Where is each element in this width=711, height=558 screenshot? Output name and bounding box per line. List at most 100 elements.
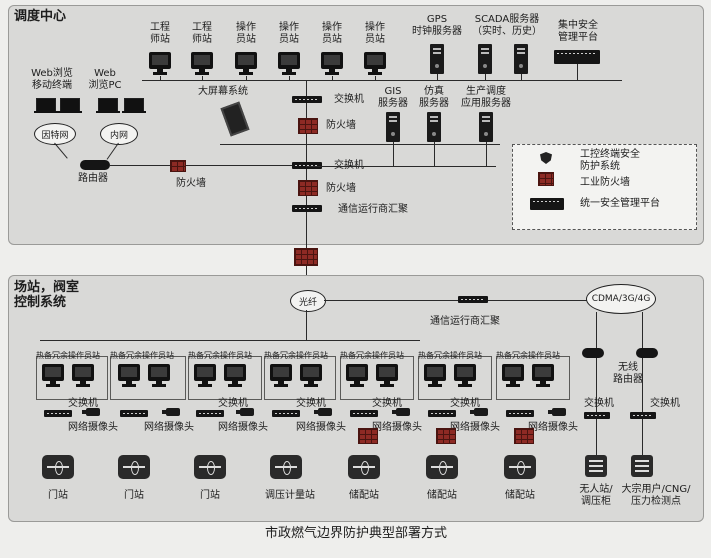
switch-label: 交换机 (372, 398, 402, 409)
aggregation-switch-icon (458, 296, 488, 303)
firewall3-label: 防火墙 (326, 183, 356, 194)
firewall2-label: 防火墙 (176, 178, 206, 189)
switch-icon (506, 410, 534, 417)
cabinet-icon (631, 455, 653, 477)
engineer-station-2-label: 工程 师站 (192, 22, 212, 45)
camera-icon (162, 408, 180, 416)
switch-label: 交换机 (450, 398, 480, 409)
firewall-icon (298, 180, 318, 196)
boundary-firewall-icon (294, 248, 318, 266)
switch-icon (44, 410, 72, 417)
router-label: 路由器 (78, 173, 108, 184)
site-label: 调压计量站 (265, 490, 315, 501)
operator-station-2-label: 操作 员站 (279, 22, 299, 45)
scada-server-icon (514, 44, 528, 74)
substation-icon (118, 455, 150, 479)
switch2-label: 交换机 (334, 160, 364, 172)
camera-label: 网络摄像头 (218, 422, 268, 433)
aggregation-switch-icon (292, 205, 322, 212)
switch-icon (584, 412, 610, 419)
camera-icon (548, 408, 566, 416)
fiber-cloud: 光纤 (290, 290, 326, 312)
group-label: 热备冗余操作员站 (340, 351, 404, 360)
laptop-icon (58, 98, 82, 113)
switch-icon (428, 410, 456, 417)
substation-icon (42, 455, 74, 479)
laptop-icon (96, 98, 120, 113)
cdma-cloud: CDMA/3G/4G (586, 284, 656, 314)
station-group-1 (36, 356, 108, 400)
station-group-5 (340, 356, 414, 400)
substation-icon (426, 455, 458, 479)
site-label: 储配站 (427, 490, 457, 501)
wireless-router-icon (636, 348, 658, 358)
station-group-7 (496, 356, 570, 400)
switch-label: 交换机 (218, 398, 248, 409)
internet-cloud: 因特网 (34, 123, 76, 145)
site-label: 储配站 (349, 490, 379, 501)
station-panel (8, 275, 704, 522)
security-platform-label: 集中安全 管理平台 (558, 20, 598, 43)
bottom-aggregation-label: 通信运行商汇聚 (430, 316, 500, 327)
camera-label: 网络摄像头 (450, 422, 500, 433)
operator-station-1-label: 操作 员站 (236, 22, 256, 45)
station-group-6 (418, 356, 492, 400)
switch-icon (350, 410, 378, 417)
figure-caption: 市政燃气边界防护典型部署方式 (264, 526, 448, 541)
scada-server-icon (478, 44, 492, 74)
switch-icon (292, 162, 322, 169)
gis-server-label: GIS 服务器 (378, 86, 408, 109)
substation-icon (348, 455, 380, 479)
wireless-router-icon (582, 348, 604, 358)
workstation-icon (321, 52, 343, 76)
camera-icon (236, 408, 254, 416)
top-bus-line (142, 80, 622, 81)
bigcustomer-label: 大宗用户/CNG/ 压力检测点 (621, 484, 691, 507)
firewall-label: 防火墙 (326, 120, 356, 131)
firewall-icon (436, 428, 456, 444)
unmanned-label: 无人站/ 调压柜 (579, 484, 613, 507)
camera-label: 网络摄像头 (372, 422, 422, 433)
workstation-icon (235, 52, 257, 76)
operator-station-3-label: 操作 员站 (322, 22, 342, 45)
firewall-icon (514, 428, 534, 444)
group-label: 热备冗余操作员站 (110, 351, 174, 360)
camera-label: 网络摄像头 (528, 422, 578, 433)
gps-server-icon (430, 44, 444, 74)
group-label: 热备冗余操作员站 (418, 351, 482, 360)
web-pc-label: Web 浏览PC (88, 68, 122, 91)
camera-label: 网络摄像头 (144, 422, 194, 433)
station-bus-line (40, 340, 420, 341)
firewall-icon (358, 428, 378, 444)
switch-label: 交换机 (334, 94, 364, 105)
sim-server-label: 仿真 服务器 (419, 86, 449, 109)
aggregation-label: 通信运行商汇聚 (338, 204, 408, 215)
substation-icon (270, 455, 302, 479)
switch-icon (630, 412, 656, 419)
router-icon (80, 160, 110, 170)
sim-server-icon (427, 112, 441, 142)
group-label: 热备冗余操作员站 (496, 351, 560, 360)
intranet-cloud: 内网 (100, 123, 138, 145)
switch-label: 交换机 (650, 398, 680, 409)
group-label: 热备冗余操作员站 (188, 351, 252, 360)
switch-label: 交换机 (68, 398, 98, 409)
camera-icon (470, 408, 488, 416)
gps-server-label: GPS 时钟服务器 (412, 14, 462, 37)
legend-item1: 工控终端安全 防护系统 (580, 149, 640, 172)
station-title: 场站，阀室 控制系统 (14, 280, 80, 310)
switch-icon (292, 96, 322, 103)
unified-platform-icon (530, 198, 564, 210)
station-group-2 (110, 356, 186, 400)
workstation-icon (278, 52, 300, 76)
security-platform-icon (554, 50, 600, 64)
legend-item3: 统一安全管理平台 (580, 198, 660, 209)
engineer-station-1-label: 工程 师站 (150, 22, 170, 45)
wireless-router-label: 无线 路由器 (613, 362, 643, 385)
camera-icon (392, 408, 410, 416)
site-label: 门站 (200, 490, 220, 501)
substation-icon (504, 455, 536, 479)
group-label: 热备冗余操作员站 (36, 351, 100, 360)
laptop-icon (122, 98, 146, 113)
switch-label: 交换机 (296, 398, 326, 409)
